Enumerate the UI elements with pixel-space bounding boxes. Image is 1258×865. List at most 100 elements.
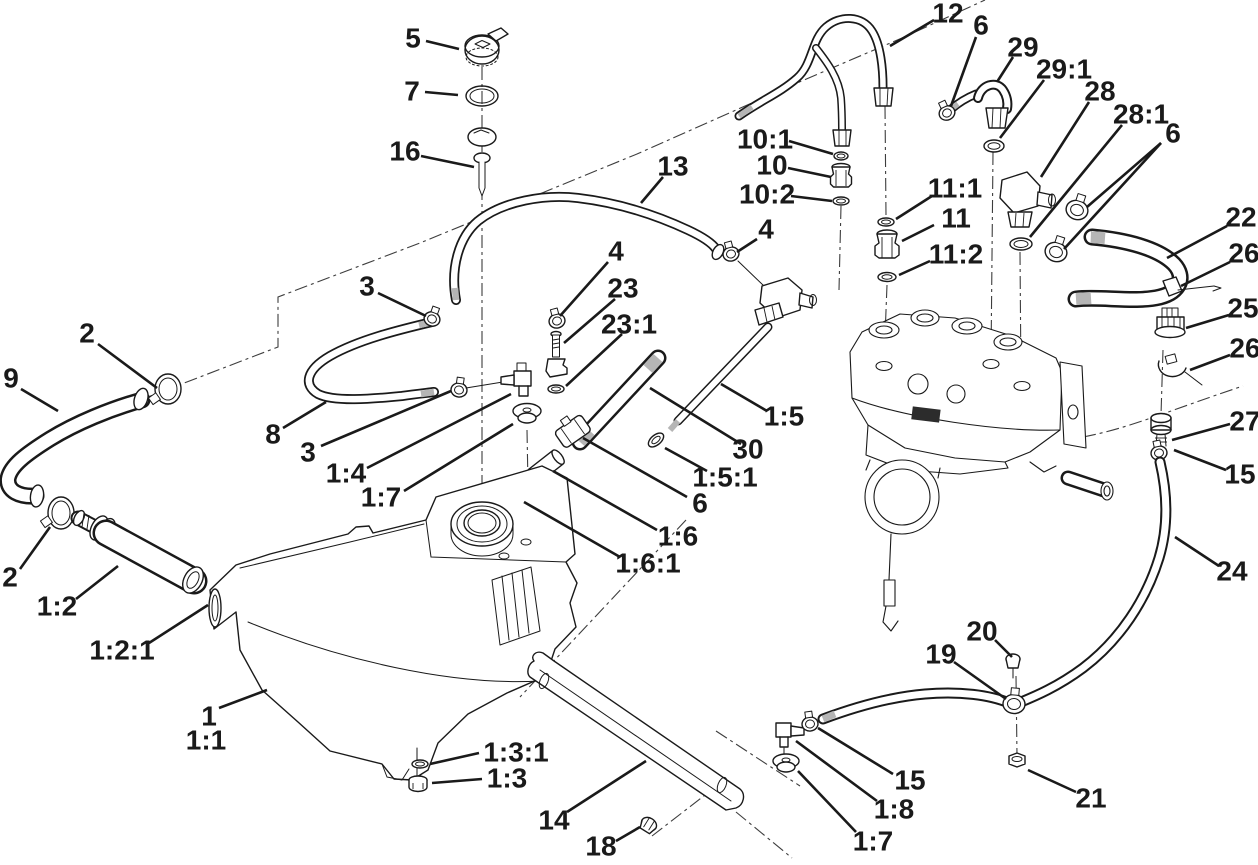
clamp-19-drawing [1001,686,1028,716]
hose-9-drawing [8,387,151,508]
callout-7-1: 7 [404,76,420,107]
callout-13-17: 13 [657,151,688,182]
leader-line-30 [649,386,742,446]
dipstick-drawing [467,127,497,197]
leader-line-1-6-1 [523,500,621,559]
leader-line-2 [97,342,158,390]
cap-seal-drawing [465,85,499,107]
leader-line-11-1 [895,194,933,221]
hose-8-drawing [309,303,510,400]
leader-line-27 [1171,422,1231,442]
leader-line-10-2 [790,194,833,203]
hose-30-drawing [580,358,658,442]
leader-line-14 [566,759,647,814]
callout-2-29: 2 [79,318,95,349]
leader-line-15 [817,726,894,776]
suction-elbow-1-5-drawing [647,277,817,448]
dust-cap-25-drawing [1154,307,1186,339]
hose-12-drawing [739,18,894,147]
callout-11-2-24: 11:2 [929,239,984,270]
leader-line-1-7 [403,422,514,493]
leader-line-29-1 [998,79,1046,139]
callout-1-7-34: 1:7 [361,482,401,513]
callout-30-36: 30 [732,434,763,465]
callout-23-26: 23 [607,273,638,304]
leader-line-4 [559,261,609,317]
callout-1-2-1-43: 1:2:1 [89,635,154,666]
leader-line-25 [1185,313,1230,330]
leader-line-19 [953,660,1007,701]
leader-line-6 [949,36,978,107]
callout-1-3-47: 1:3 [487,763,527,794]
callout-8-31: 8 [265,419,281,450]
support-strap-14-drawing [527,651,745,811]
callout-1-5-1-37: 1:5:1 [692,462,757,493]
leader-line-10-1 [788,139,834,156]
clamp-2-lower-drawing [39,496,75,530]
oring-29-1-drawing [983,139,1005,153]
callout-23-1-27: 23:1 [601,309,657,340]
callout-1-7-52: 1:7 [853,826,893,857]
cable-tie-26-drawing [1157,353,1203,386]
leader-line-24 [1174,535,1220,568]
leader-line-10 [787,166,832,179]
callout-11-23: 11 [941,203,971,234]
leader-line-1-2-1 [148,603,209,645]
leader-line-20 [994,639,1013,658]
callout-1-6-1-40: 1:6:1 [615,548,680,579]
callout-28-7: 28 [1084,76,1115,107]
callout-26-13: 26 [1229,333,1258,364]
fitting-11-chain-drawing [874,217,900,283]
callout-29-1-6: 29:1 [1036,54,1092,85]
leader-line-15 [1173,448,1227,472]
callout-22-10: 22 [1225,202,1256,233]
callout-28-1-8: 28:1 [1113,99,1169,130]
callout-3-28: 3 [359,271,375,302]
callout-27-14: 27 [1229,406,1258,437]
callout-15-50: 15 [894,765,925,796]
callout-26-11: 26 [1228,238,1258,269]
leader-line-28 [1039,101,1091,178]
callout-20-54: 20 [966,616,997,647]
fitting-10-chain-drawing [829,151,853,206]
callout-19-53: 19 [925,639,956,670]
leader-line-9 [20,387,59,413]
callout-11-1-22: 11:1 [928,173,983,204]
tube-1-2-drawing [70,509,207,597]
leader-line-1-6 [552,469,658,532]
callout-16-2: 16 [389,136,420,167]
elbow-1-4-drawing [500,362,532,397]
callout-9-30: 9 [3,363,19,394]
callout-10-1-18: 10:1 [737,124,793,155]
fuel-tank-drawing [208,465,578,781]
leader-line-11 [901,223,935,243]
leader-line-23-1 [565,333,623,387]
leader-line-21 [1027,768,1077,794]
leader-line-3 [377,291,427,318]
callout-18-49: 18 [585,831,616,862]
callout-6-4: 6 [973,10,989,41]
callout-10-19: 10 [756,150,787,181]
callout-6-9: 6 [1165,118,1181,149]
leader-line-23 [563,298,616,344]
leader-line-8 [282,400,327,430]
grommet-1-7-drawing [512,402,542,424]
callout-3-32: 3 [300,437,316,468]
leader-line-1-8 [795,739,878,803]
hose-13-drawing [454,197,765,300]
leader-line-22 [1166,224,1228,260]
callout-2-41: 2 [2,562,18,593]
leader-line-4 [736,237,758,254]
callout-1-1-45: 1:1 [186,725,226,756]
clamp-2-upper-drawing [147,373,182,406]
leader-line-5 [425,39,460,51]
fuel-cap-drawing [464,27,509,67]
elbow-29-drawing [933,79,1013,129]
callout-14-48: 14 [538,805,570,836]
leader-line-1-5 [720,382,768,413]
callout-1-4-33: 1:4 [326,458,367,489]
hydraulic-pump-drawing [849,309,1114,632]
